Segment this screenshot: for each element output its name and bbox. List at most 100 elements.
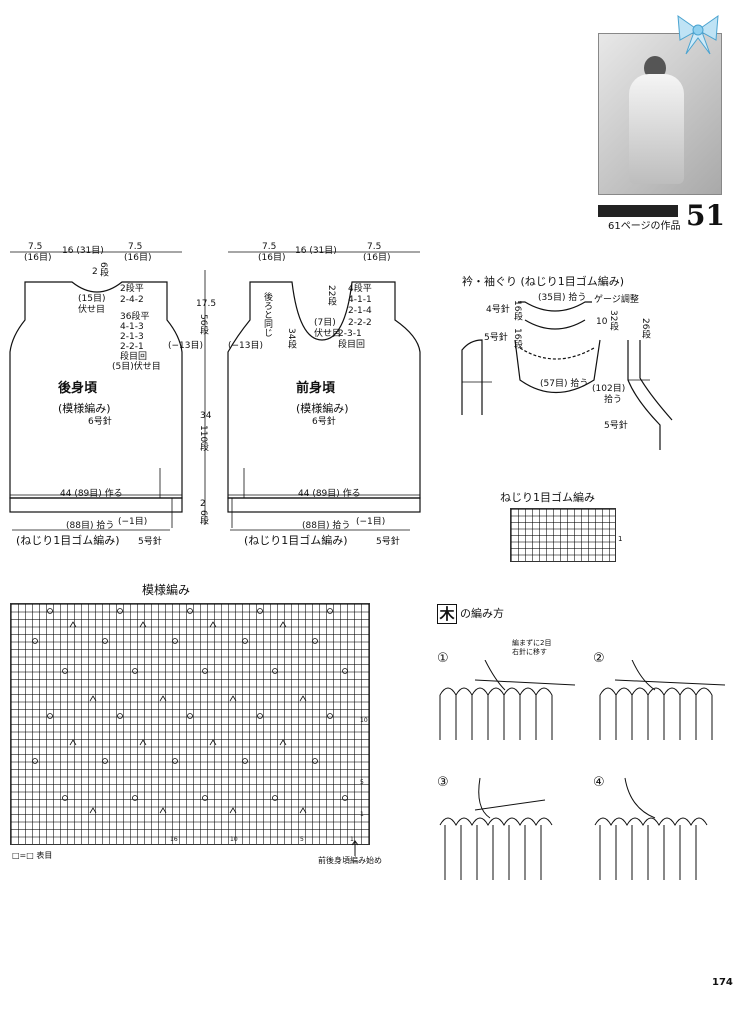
back-armhole-step: 段目回 bbox=[120, 352, 148, 362]
front-neck-step: 2-2-2 bbox=[348, 318, 372, 328]
back-armhole-step: 36段平 bbox=[120, 312, 150, 322]
center-v2-sub: 110段 bbox=[198, 425, 208, 452]
front-neck-top: 22段 bbox=[326, 285, 336, 306]
pattern-col-marker: 5 bbox=[300, 836, 304, 843]
schematic-drawings bbox=[9, 251, 673, 531]
pattern-legend: □=□ 表目 bbox=[12, 851, 53, 860]
front-width: 44 (89目) 作る bbox=[298, 489, 361, 499]
step-1-note1: 編まずに2目 bbox=[512, 639, 552, 647]
rib-chart-grid bbox=[510, 508, 616, 562]
pattern-row-marker: 10 bbox=[360, 717, 368, 724]
back-neck-step: 2-4-2 bbox=[120, 295, 144, 305]
pattern-row-marker: 5 bbox=[360, 779, 364, 786]
back-neck-count: (15目) bbox=[78, 294, 106, 304]
title-bar bbox=[598, 205, 678, 217]
step-3-label: ③ bbox=[437, 775, 449, 790]
model-photo bbox=[598, 33, 722, 195]
collar-rows-e: 26段 bbox=[640, 318, 650, 339]
front-neck-step: 2-1-4 bbox=[348, 306, 372, 316]
collar-rows-a: 16段 bbox=[512, 300, 522, 321]
front-neck-step: 段目回 bbox=[338, 340, 366, 350]
step-2-label: ② bbox=[593, 651, 605, 666]
pattern-row-marker: 1 bbox=[360, 811, 364, 818]
collar-gauge: ゲージ調整 bbox=[594, 295, 639, 305]
front-needle: 6号針 bbox=[312, 417, 336, 427]
front-neck-step: 4段平 bbox=[348, 284, 372, 294]
back-armhole-step: 2-2-1 bbox=[120, 342, 144, 352]
back-rib-pick: (88目) 拾う bbox=[66, 521, 115, 531]
knitting-illustrations bbox=[439, 660, 726, 880]
front-top-left: 7.5 bbox=[262, 242, 277, 252]
front-top-mid: 16 (31目) bbox=[295, 246, 337, 256]
back-width: 44 (89目) 作る bbox=[60, 489, 123, 499]
technique-title: の編み方 bbox=[460, 607, 504, 620]
step-1-note2: 右針に移す bbox=[512, 648, 547, 656]
collar-needle5b: 5号針 bbox=[604, 421, 628, 431]
back-neck-rows-sub: 6段 bbox=[98, 262, 108, 277]
collar-rows-b: 16段 bbox=[512, 328, 522, 349]
decrease-symbol-icon: 木 bbox=[437, 604, 457, 624]
start-arrow-icon bbox=[351, 840, 359, 856]
collar-rows-c: 10 bbox=[596, 317, 608, 327]
front-neck-step: 4-1-1 bbox=[348, 295, 372, 305]
pattern-number: 51 bbox=[686, 199, 725, 232]
back-piece-name: 後身頃 bbox=[58, 381, 98, 396]
front-top-left-sub: (16目) bbox=[258, 253, 286, 263]
pattern-chart-title: 模様編み bbox=[142, 583, 191, 597]
back-rib-dec: (−1目) bbox=[118, 517, 148, 527]
step-4-label: ④ bbox=[593, 775, 605, 790]
back-side-dec: (−13目) bbox=[168, 341, 204, 351]
pattern-chart-grid bbox=[10, 603, 370, 845]
center-v3-sub: 6段 bbox=[198, 510, 208, 525]
pattern-col-marker: 16 bbox=[170, 836, 178, 843]
collar-needle4: 4号針 bbox=[486, 305, 510, 315]
ribbon-icon bbox=[677, 14, 719, 55]
pattern-start-note: 前後身頃編み始め bbox=[318, 856, 382, 865]
back-neck-step: 2段平 bbox=[120, 284, 144, 294]
front-side-dec: (−13目) bbox=[228, 341, 264, 351]
front-neck-count: (7目) bbox=[314, 318, 336, 328]
front-v-label: 34段 bbox=[286, 328, 296, 349]
back-neck-rows: 2 bbox=[92, 267, 98, 277]
front-rib-pick: (88目) 拾う bbox=[302, 521, 351, 531]
back-armhole-step: 4-1-3 bbox=[120, 322, 144, 332]
front-same-as-back: 後ろと同じ bbox=[262, 292, 272, 337]
front-rib-dec: (−1目) bbox=[356, 517, 386, 527]
center-v2: 34 bbox=[200, 411, 212, 421]
collar-title: 衿・袖ぐり (ねじり1目ゴム編み) bbox=[462, 275, 625, 288]
back-rib-label: (ねじり1目ゴム編み) bbox=[16, 534, 120, 547]
front-rib-needle: 5号針 bbox=[376, 537, 400, 547]
rib-chart-title: ねじり1目ゴム編み bbox=[500, 491, 595, 504]
collar-needle5: 5号針 bbox=[484, 333, 508, 343]
front-piece-name: 前身頃 bbox=[296, 381, 336, 396]
back-needle: 6号針 bbox=[88, 417, 112, 427]
front-rib-label: (ねじり1目ゴム編み) bbox=[244, 534, 348, 547]
pattern-col-marker: 10 bbox=[230, 836, 238, 843]
back-top-left: 7.5 bbox=[28, 242, 43, 252]
pattern-symbols bbox=[32, 608, 348, 814]
back-rib-needle: 5号針 bbox=[138, 537, 162, 547]
reference-text: 61ページの作品 bbox=[608, 221, 681, 232]
page-number: 174 bbox=[712, 977, 733, 988]
step-1-label: ① bbox=[437, 651, 449, 666]
back-top-mid: 16 (31目) bbox=[62, 246, 104, 256]
collar-pick3-sub: 拾う bbox=[604, 395, 623, 405]
center-v3: 2 bbox=[200, 499, 206, 509]
model-figure bbox=[629, 74, 684, 184]
back-piece-pattern: (模様編み) bbox=[58, 402, 111, 415]
front-neck-bind: 伏せ目 bbox=[314, 329, 342, 339]
back-top-left-sub: (16目) bbox=[24, 253, 52, 263]
front-neck-step: 2-3-1 bbox=[338, 329, 362, 339]
center-v1-sub: 56段 bbox=[198, 314, 208, 335]
back-armhole-step: 2-1-3 bbox=[120, 332, 144, 342]
center-v1: 17.5 bbox=[196, 299, 217, 309]
rib-row-marker: 1 bbox=[618, 535, 623, 543]
back-top-right-sub: (16目) bbox=[124, 253, 152, 263]
front-piece-pattern: (模様編み) bbox=[296, 402, 349, 415]
collar-pick2: (57目) 拾う bbox=[540, 379, 589, 389]
collar-pick3: (102目) bbox=[592, 384, 626, 394]
front-top-right: 7.5 bbox=[367, 242, 382, 252]
pattern-col-marker: 1 bbox=[350, 836, 354, 843]
front-top-right-sub: (16目) bbox=[363, 253, 391, 263]
collar-rows-d: 32段 bbox=[608, 310, 618, 331]
